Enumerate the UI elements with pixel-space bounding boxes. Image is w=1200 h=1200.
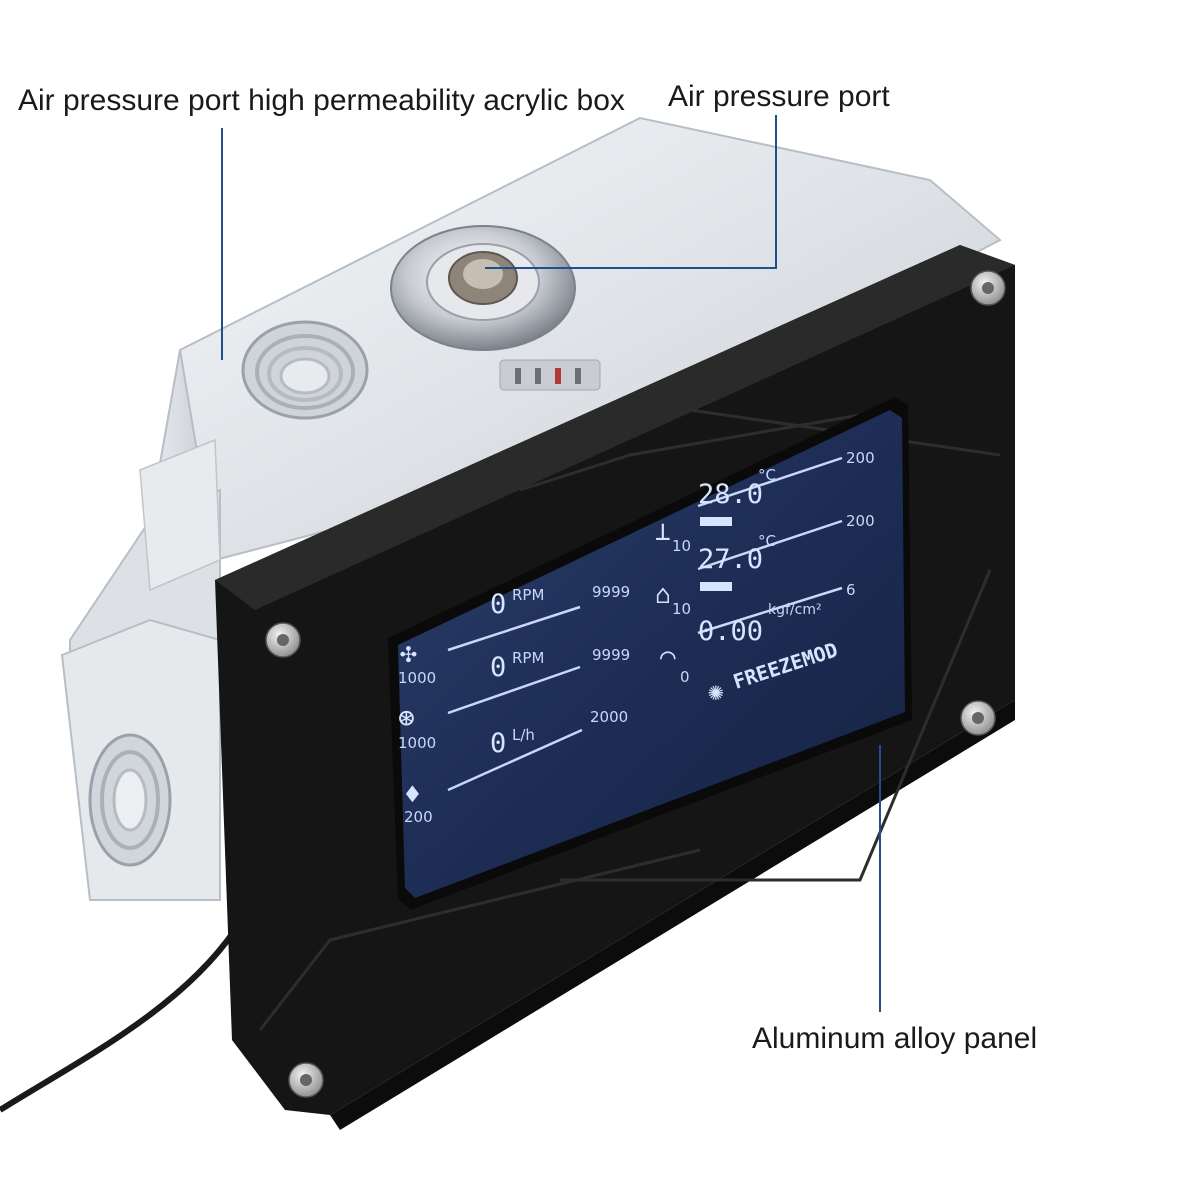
room-temp-min: 10 [672, 600, 691, 618]
air-pressure-port-icon [390, 225, 576, 351]
lcd-scale-lines [447, 456, 843, 792]
pump-icon: ⊛ [398, 701, 415, 734]
lcd-screen: 28.0 °C 200 10 ⊥ 27.0 °C 200 10 ⌂ 0.00 k… [388, 397, 912, 910]
flow-rate-unit: L/h [512, 726, 535, 744]
fan-speed-unit: RPM [512, 586, 544, 604]
threaded-port-icon [241, 320, 369, 420]
water-temp-max: 200 [846, 449, 875, 467]
pump-speed-unit: RPM [512, 649, 544, 667]
screw-icon [970, 270, 1006, 306]
room-temp-unit: °C [758, 532, 776, 550]
room-temp-value: 27.0 [698, 544, 763, 575]
room-temp-max: 200 [846, 512, 875, 530]
screw-icon [288, 1062, 324, 1098]
fan-speed-max: 9999 [592, 583, 630, 601]
water-temp-value: 28.0 [698, 479, 763, 510]
fan-speed-value: 0 [490, 589, 506, 620]
water-temp-icon: ⊥ [655, 517, 671, 547]
flow-drop-icon: ♦ [404, 778, 421, 811]
pressure-gauge-icon: ◠ [660, 643, 676, 673]
callout-leader-lines [221, 115, 881, 1012]
side-port-icon [88, 733, 172, 867]
screw-icon [265, 622, 301, 658]
pressure-value: 0.00 [698, 616, 763, 647]
water-temp-min: 10 [672, 537, 691, 555]
room-temp-level-bar [700, 582, 732, 591]
pump-speed-min: 1000 [398, 734, 436, 752]
pressure-min: 0 [680, 668, 690, 686]
screw-icon [960, 700, 996, 736]
cable [0, 928, 238, 1113]
fan-icon: ✣ [400, 636, 417, 669]
pump-speed-max: 9999 [592, 646, 630, 664]
flow-rate-value: 0 [490, 728, 506, 759]
pressure-max: 6 [846, 581, 856, 599]
callout-aluminum-panel: Aluminum alloy panel [752, 1022, 1038, 1055]
callout-air-pressure-port: Air pressure port [668, 80, 890, 113]
water-temp-level-bar [700, 517, 732, 526]
callout-acrylic-box: Air pressure port high permeability acry… [18, 84, 625, 117]
water-temp-unit: °C [758, 466, 776, 484]
flow-rate-max: 2000 [590, 708, 628, 726]
pump-speed-value: 0 [490, 652, 506, 683]
fan-speed-min: 1000 [398, 669, 436, 687]
pressure-unit: kgf/cm² [768, 602, 822, 618]
flow-rate-min: 200 [404, 808, 433, 826]
brand-logo-icon: ✺ [708, 677, 724, 707]
room-temp-icon: ⌂ [655, 580, 671, 610]
